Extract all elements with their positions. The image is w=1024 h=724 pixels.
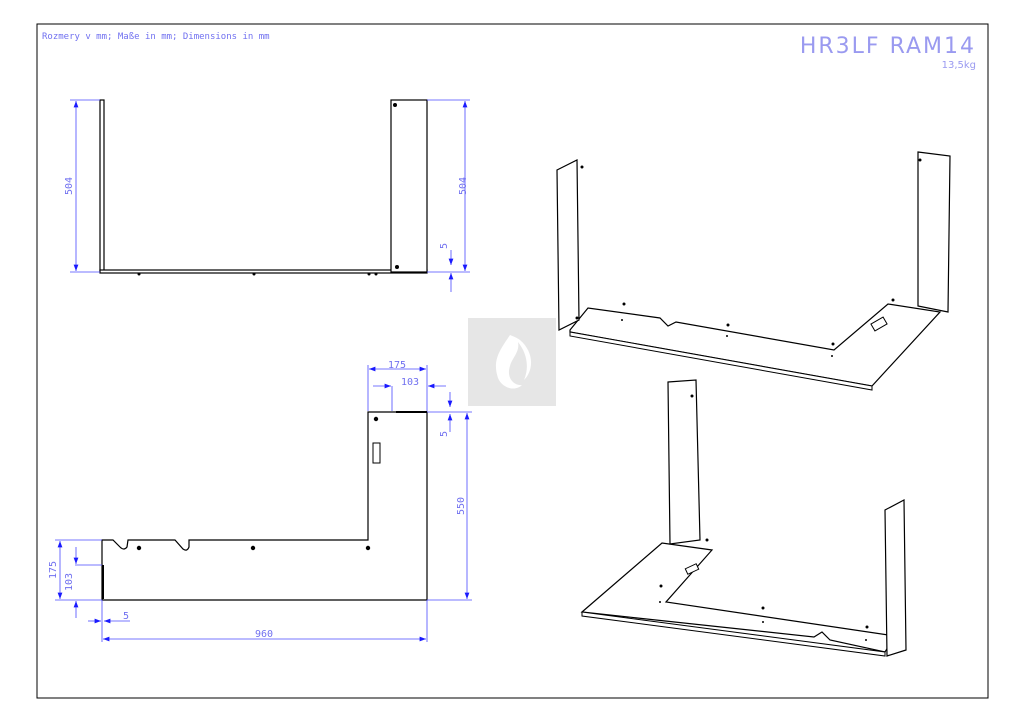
plan-view xyxy=(55,365,472,642)
dim-plan-top-inner: 103 xyxy=(401,377,419,388)
isometric-view-bottom xyxy=(580,379,907,657)
flame-logo xyxy=(468,318,556,406)
dim-front-offset: 5 xyxy=(439,243,450,249)
front-view xyxy=(70,99,470,292)
dim-plan-right-height: 550 xyxy=(456,497,467,515)
units-note: Rozmery v mm; Maße in mm; Dimensions in … xyxy=(42,32,270,42)
dim-plan-bottom-offset: 5 xyxy=(123,611,129,622)
dim-plan-left-inner: 103 xyxy=(64,573,75,591)
sheet-border xyxy=(36,23,989,699)
isometric-view-top xyxy=(556,151,951,391)
dim-plan-top-outer: 175 xyxy=(388,360,406,371)
dim-plan-total-width: 960 xyxy=(255,629,273,640)
dim-plan-top-offset: 5 xyxy=(439,431,450,437)
dim-front-left-height: 504 xyxy=(64,177,75,195)
dim-front-right-height: 504 xyxy=(458,177,469,195)
drawing-title: HR3LF RAM14 xyxy=(800,34,976,59)
weight-label: 13,5kg xyxy=(942,60,976,71)
dim-plan-left-outer: 175 xyxy=(48,561,59,579)
